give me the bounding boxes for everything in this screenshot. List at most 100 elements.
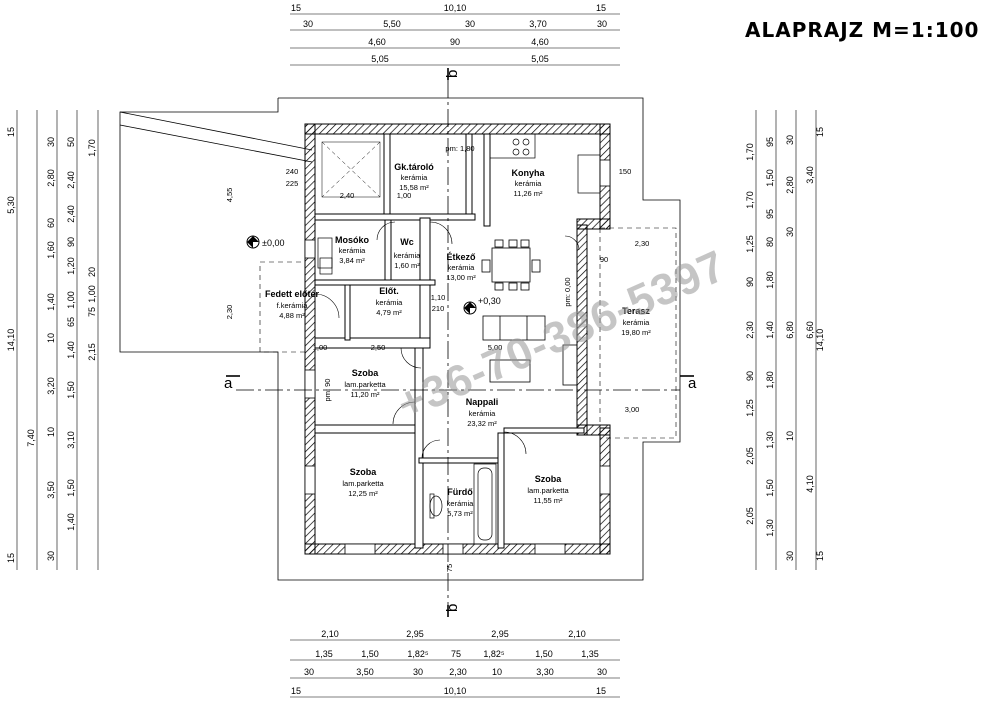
dim: 1,80 <box>765 271 775 289</box>
dim: 15 <box>596 686 606 696</box>
dim: 2,95 <box>406 629 424 639</box>
dim: 15 <box>6 553 16 563</box>
room-area: 1,60 m² <box>394 261 420 270</box>
dim: 14,10 <box>815 329 825 352</box>
dim: 30 <box>303 19 313 29</box>
dim: 2,80 <box>46 169 56 187</box>
opening-label: pm: 0,00 <box>563 277 572 306</box>
opening-label: 1,00 <box>397 191 412 200</box>
dim: 20 <box>87 267 97 277</box>
dim: 1,60 <box>46 241 56 259</box>
dim: 15 <box>291 686 301 696</box>
dim: 50 <box>66 137 76 147</box>
room-area: 4,79 m² <box>376 308 402 317</box>
opening-label: 1,00 <box>313 343 328 352</box>
dim: 1,20 <box>66 257 76 275</box>
dim: 1,00 <box>66 291 76 309</box>
dim: 90 <box>450 37 460 47</box>
dim: 30 <box>46 137 56 147</box>
dim: 1,25 <box>745 399 755 417</box>
opening-label: 2,40 <box>340 191 355 200</box>
dim: 1,70 <box>87 139 97 157</box>
dim: 3,70 <box>529 19 547 29</box>
room-finish: kerámia <box>376 298 404 307</box>
dim: 5,05 <box>531 54 549 64</box>
dim: 2,10 <box>568 629 586 639</box>
opening-label: 75 <box>445 564 454 572</box>
dim: 1,40 <box>765 321 775 339</box>
room-area: 4,88 m² <box>279 311 305 320</box>
dim: 4,60 <box>368 37 386 47</box>
dim: 2,40 <box>66 205 76 223</box>
room-name: Mosóko <box>335 235 370 245</box>
dim: 15 <box>291 3 301 13</box>
windows <box>304 159 611 555</box>
level-main: +0,30 <box>478 296 501 306</box>
dim: 1,82⁵ <box>483 649 505 659</box>
dim: 1,50 <box>66 479 76 497</box>
room-name: Nappali <box>466 397 499 407</box>
room-name: Wc <box>400 237 414 247</box>
dim: 80 <box>765 237 775 247</box>
room-finish: kerámia <box>623 318 651 327</box>
dim: 95 <box>765 209 775 219</box>
opening-label: 225 <box>286 179 299 188</box>
dim: 1,40 <box>66 341 76 359</box>
dim: 30 <box>785 227 795 237</box>
dim: 15 <box>596 3 606 13</box>
opening-label: pm: 90 <box>323 379 332 402</box>
dim: 1,70 <box>745 191 755 209</box>
right-dimensions: 15 14,10 15 3,40 6,60 4,10 30 2,80 30 6,… <box>745 127 825 561</box>
dim: 1,35 <box>315 649 333 659</box>
dim: 1,00 <box>87 285 97 303</box>
room-finish: kerámia <box>448 263 476 272</box>
room-name: Étkező <box>446 252 476 262</box>
dim: 1,25 <box>745 235 755 253</box>
dim: 90 <box>745 371 755 381</box>
room-finish: kerámia <box>447 499 475 508</box>
room-area: 11,55 m² <box>533 496 563 505</box>
opening-labels: pm: 1,80 pm: 0,00 pm: 90 2,40 1,00 240 2… <box>225 144 649 572</box>
dim: 15 <box>6 127 16 137</box>
dim: 1,82⁵ <box>407 649 429 659</box>
dim: 2,40 <box>66 171 76 189</box>
dim: 1,50 <box>66 381 76 399</box>
dim: 1,50 <box>361 649 379 659</box>
room-area: 15,58 m² <box>399 183 429 192</box>
room-finish: lam.parketta <box>344 380 386 389</box>
room-name: Konyha <box>511 168 545 178</box>
dim: 6,80 <box>785 321 795 339</box>
room-name: Előt. <box>379 286 399 296</box>
opening-label: 2,50 <box>371 343 386 352</box>
dim: 2,05 <box>745 447 755 465</box>
bottom-dimensions: 2,10 2,95 2,95 2,10 1,35 1,50 1,82⁵ 75 1… <box>291 629 607 696</box>
dim: 1,50 <box>535 649 553 659</box>
dim: 2,15 <box>87 343 97 361</box>
dim: 1,40 <box>46 293 56 311</box>
dim: 3,40 <box>805 166 815 184</box>
room-name: Terasz <box>622 306 650 316</box>
dim: 4,10 <box>805 475 815 493</box>
dim: 5,50 <box>383 19 401 29</box>
room-area: 13,00 m² <box>446 273 476 282</box>
dim: 3,30 <box>536 667 554 677</box>
dim: 3,50 <box>356 667 374 677</box>
dim: 10 <box>46 427 56 437</box>
room-finish: kerámia <box>401 173 429 182</box>
section-b-top: b <box>444 70 461 78</box>
garage-box <box>321 141 381 198</box>
section-a-right: a <box>688 375 697 392</box>
dim: 2,30 <box>449 667 467 677</box>
room-area: 11,20 m² <box>350 390 380 399</box>
dim: 14,10 <box>6 329 16 352</box>
dim: 1,30 <box>765 519 775 537</box>
dim: 75 <box>451 649 461 659</box>
section-lines <box>226 68 694 617</box>
dim: 30 <box>785 135 795 145</box>
annotations: ±0,00 +0,30 a a b b <box>224 70 697 612</box>
left-dimensions: 15 5,30 14,10 7,40 15 30 2,80 60 1,60 1,… <box>6 127 97 563</box>
room-finish: kerámia <box>515 179 543 188</box>
dim: 1,80 <box>765 371 775 389</box>
terrace-outline <box>259 227 677 439</box>
dim: 2,95 <box>491 629 509 639</box>
